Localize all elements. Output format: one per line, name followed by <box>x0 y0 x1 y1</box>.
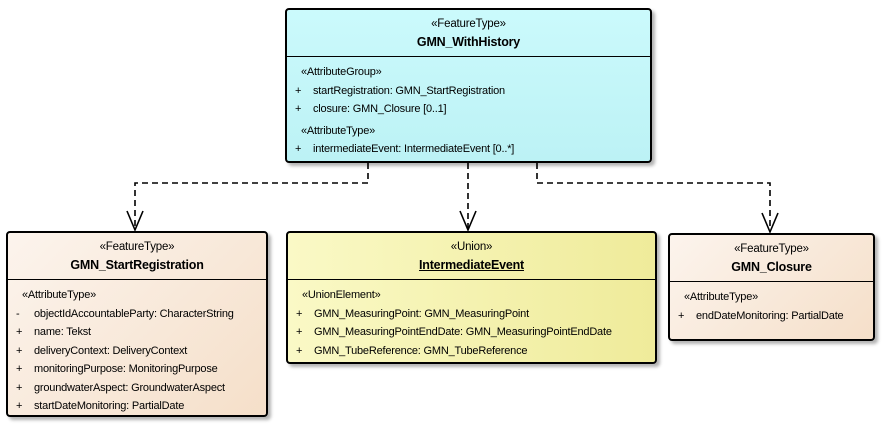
attribute-text: objectIdAccountableParty: CharacterStrin… <box>34 307 234 320</box>
arrowhead-startregistration-icon <box>126 210 144 233</box>
visibility-symbol: + <box>296 326 303 338</box>
class-box-intermediateevent: «Union» IntermediateEvent «UnionElement»… <box>286 231 657 364</box>
attribute-row: + name: Tekst <box>8 323 266 342</box>
attribute-text: GMN_TubeReference: GMN_TubeReference <box>314 344 528 357</box>
visibility-symbol: - <box>16 307 20 320</box>
arrowhead-intermediateevent-icon <box>459 210 477 233</box>
visibility-symbol: + <box>16 400 23 412</box>
stereotype-row: «AttributeGroup» <box>301 66 382 78</box>
stereotype-row: «AttributeType» <box>22 289 97 301</box>
attribute-row: - objectIdAccountableParty: CharacterStri… <box>8 305 266 324</box>
attribute-text: monitoringPurpose: MonitoringPurpose <box>34 363 218 375</box>
class-title: «Union» IntermediateEvent <box>288 233 655 280</box>
attribute-row: + GMN_MeasuringPoint: GMN_MeasuringPoint <box>288 305 655 324</box>
class-title: «FeatureType» GMN_Closure <box>670 235 873 282</box>
class-stereotype: «FeatureType» <box>734 243 809 255</box>
class-box-gmn-closure: «FeatureType» GMN_Closure «AttributeType… <box>668 233 875 341</box>
visibility-symbol: + <box>16 344 23 357</box>
attribute-row: + monitoringPurpose: MonitoringPurpose <box>8 360 266 379</box>
attribute-text: GMN_MeasuringPointEndDate: GMN_Measuring… <box>314 326 612 338</box>
attribute-row: + GMN_TubeReference: GMN_TubeReference <box>288 342 655 361</box>
arrowhead-closure-icon <box>761 212 779 235</box>
attribute-text: deliveryContext: DeliveryContext <box>34 344 188 357</box>
class-title: «FeatureType» GMN_WithHistory <box>287 10 650 57</box>
stereotype-row: «AttributeType» <box>301 124 376 137</box>
class-name: GMN_StartRegistration <box>70 258 204 272</box>
attribute-text: closure: GMN_Closure [0..1] <box>313 103 447 115</box>
stereotype-row: «UnionElement» <box>302 289 381 301</box>
attribute-row: + intermediateEvent: IntermediateEvent [0… <box>287 140 650 159</box>
class-attribute-compartment: «AttributeType» + endDateMonitoring: Parti… <box>670 282 873 325</box>
connector-withhistory-to-closure <box>536 163 771 231</box>
class-title: «FeatureType» GMN_StartRegistration <box>8 233 266 280</box>
connector-withhistory-to-startregistration <box>134 163 369 229</box>
class-attribute-compartment: «AttributeType»- objectIdAccountableParty… <box>8 280 266 415</box>
visibility-symbol: + <box>16 363 23 375</box>
visibility-symbol: + <box>296 307 303 320</box>
visibility-symbol: + <box>16 326 23 338</box>
visibility-symbol: + <box>295 103 302 115</box>
class-name: GMN_WithHistory <box>416 35 521 49</box>
stereotype-row: «AttributeType» <box>684 291 759 303</box>
visibility-symbol: + <box>16 381 23 394</box>
attribute-row: + GMN_MeasuringPointEndDate: GMN_Measurin… <box>288 323 655 342</box>
attribute-text: endDateMonitoring: PartialDate <box>696 309 844 322</box>
visibility-symbol: + <box>295 143 302 155</box>
attribute-text: startRegistration: GMN_StartRegistration <box>313 84 505 97</box>
attribute-text: GMN_MeasuringPoint: GMN_MeasuringPoint <box>314 307 529 320</box>
class-attribute-compartment: «UnionElement» + GMN_MeasuringPoint: GMN_M… <box>288 280 655 360</box>
attribute-text: name: Tekst <box>34 326 91 338</box>
visibility-symbol: + <box>295 84 302 97</box>
attribute-row: + startDateMonitoring: PartialDate <box>8 397 266 415</box>
class-stereotype: «FeatureType» <box>431 18 506 30</box>
class-name: GMN_Closure <box>731 260 812 274</box>
class-box-gmn-withhistory: «FeatureType» GMN_WithHistory «Attribute… <box>285 8 652 163</box>
class-stereotype: «Union» <box>450 241 493 253</box>
class-name: IntermediateEvent <box>419 258 524 272</box>
attribute-text: intermediateEvent: IntermediateEvent [0.… <box>313 143 515 155</box>
attribute-text: groundwaterAspect: GroundwaterAspect <box>34 381 225 394</box>
attribute-row: + closure: GMN_Closure [0..1] <box>287 100 650 119</box>
attribute-row: + groundwaterAspect: GroundwaterAspect <box>8 379 266 398</box>
visibility-symbol: + <box>678 309 685 322</box>
visibility-symbol: + <box>296 344 303 357</box>
class-box-gmn-startregistration: «FeatureType» GMN_StartRegistration «Att… <box>6 231 268 417</box>
attribute-row: + endDateMonitoring: PartialDate <box>670 307 873 326</box>
attribute-row: + startRegistration: GMN_StartRegistratio… <box>287 82 650 101</box>
attribute-row: + deliveryContext: DeliveryContext <box>8 342 266 361</box>
attribute-text: startDateMonitoring: PartialDate <box>34 400 185 412</box>
class-attribute-compartment: «AttributeGroup» + startRegistration: GMN_… <box>287 57 650 159</box>
class-stereotype: «FeatureType» <box>99 241 175 253</box>
